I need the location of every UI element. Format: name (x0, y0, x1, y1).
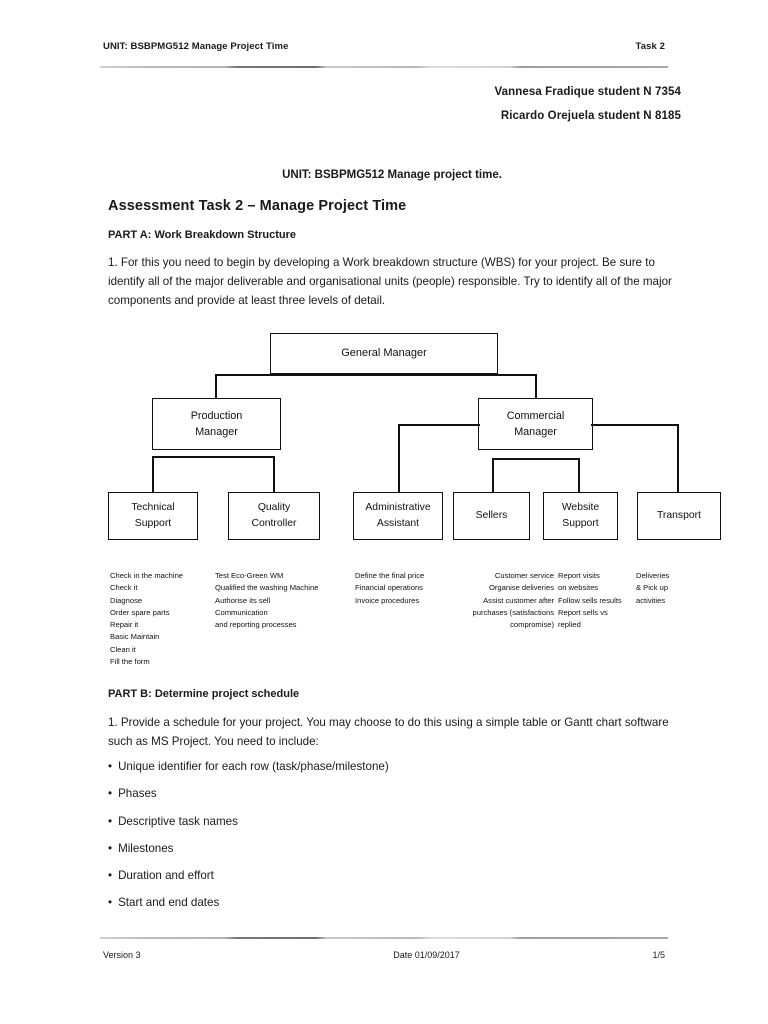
connector-production-to-quality (273, 456, 275, 493)
connector-commercial-to-administrative (398, 424, 400, 493)
part-a-heading: PART A: Work Breakdown Structure (108, 229, 297, 241)
list-item-label: Descriptive task names (118, 814, 238, 828)
connector-commercial-to-sellers (492, 458, 494, 493)
task-list-administrative-assistant: Define the final price Financial operati… (355, 571, 425, 605)
bullet-icon: • (108, 869, 113, 883)
list-item: • Unique identifier for each row (task/ph… (108, 759, 686, 776)
org-node-quality-controller-label: Quality Controller (251, 502, 297, 529)
footer-page-number: 1/5 (652, 950, 665, 960)
org-node-technical-support[interactable]: Technical Support (108, 492, 198, 540)
list-item-label: Duration and effort (118, 869, 214, 883)
unit-subtitle: UNIT: BSBPMG512 Manage project time. (282, 169, 502, 181)
student-name-2: Ricardo Orejuela student N 8185 (500, 110, 681, 122)
org-node-technical-support-label: Technical Support (131, 502, 175, 529)
bullet-icon: • (108, 841, 113, 855)
wbs-task-lists: Check in the machine Check it Diagnose O… (0, 570, 768, 670)
list-item-label: Phases (118, 787, 157, 801)
list-item: • Milestones (108, 841, 686, 858)
list-item-label: Milestones (118, 841, 174, 855)
connector-gm-horizontal (215, 374, 537, 376)
org-node-commercial-manager-label: Commercial Manager (506, 409, 565, 438)
list-item-label: Start and end dates (118, 896, 220, 910)
org-node-sellers-label: Sellers (475, 510, 508, 522)
page-title: Assessment Task 2 – Manage Project Time (108, 198, 407, 214)
org-node-production-manager[interactable]: Production Manager (152, 398, 281, 450)
task-list-sellers: Customer service Organise deliveries Ass… (472, 571, 554, 630)
org-node-administrative-assistant[interactable]: Administrative Assistant (353, 492, 443, 540)
org-node-website-support-label: Website Support (561, 502, 600, 529)
org-node-general-manager[interactable]: General Manager (270, 333, 498, 374)
header-unit-label: UNIT: BSBPMG512 Manage Project Time (103, 41, 289, 52)
task-list-website-support: Report visits on websites Follow sells r… (558, 571, 622, 630)
bullet-icon: • (108, 896, 113, 910)
footer-divider (100, 937, 668, 939)
connector-production-horizontal (152, 456, 274, 458)
org-node-transport[interactable]: Transport (637, 492, 721, 540)
task-list-transport: Deliveries & Pick up activities (636, 571, 670, 605)
bullet-icon: • (108, 814, 113, 828)
connector-gm-to-production (215, 374, 217, 399)
header-divider (100, 66, 668, 68)
list-item: • Descriptive task names (108, 814, 686, 831)
org-node-production-manager-label: Production Manager (190, 409, 243, 438)
part-a-intro-paragraph: 1. For this you need to begin by develop… (108, 256, 672, 307)
org-node-general-manager-label: General Manager (341, 347, 427, 360)
footer-date: Date 01/09/2017 (393, 950, 460, 960)
connector-commercial-to-website (578, 458, 580, 493)
part-b-heading: PART B: Determine project schedule (108, 688, 300, 700)
list-item: • Duration and effort (108, 868, 686, 885)
footer-version: Version 3 (103, 950, 141, 960)
connector-gm-to-commercial (535, 374, 537, 399)
org-node-website-support[interactable]: Website Support (543, 492, 618, 540)
bullet-icon: • (108, 760, 113, 773)
connector-commercial-bottom-horizontal (492, 458, 580, 460)
org-node-administrative-assistant-label: Administrative Assistant (365, 502, 431, 529)
list-item: • Start and end dates (108, 895, 686, 912)
list-item: • Phases (108, 786, 686, 803)
page-header: UNIT: BSBPMG512 Manage Project Time Task… (103, 41, 665, 52)
page-footer: Version 3 Date 01/09/2017 1/5 (103, 950, 665, 960)
org-node-commercial-manager[interactable]: Commercial Manager (478, 398, 593, 450)
org-node-sellers[interactable]: Sellers (453, 492, 530, 540)
bullet-icon: • (108, 787, 113, 801)
connector-commercial-left-horizontal (398, 424, 480, 426)
list-item-label: Unique identifier for each row (task/pha… (118, 760, 389, 773)
connector-commercial-right-horizontal (591, 424, 679, 426)
org-node-quality-controller[interactable]: Quality Controller (228, 492, 320, 540)
header-task-label: Task 2 (635, 41, 665, 52)
org-node-transport-label: Transport (656, 510, 702, 522)
connector-commercial-to-transport (677, 424, 679, 493)
connector-production-to-technical (152, 456, 154, 493)
part-b-intro-paragraph: 1. Provide a schedule for your project. … (108, 716, 669, 748)
student-name-1: Vannesa Fradique student N 7354 (494, 86, 681, 98)
task-list-quality-controller: Test Eco-Green WM Qualified the washing … (215, 571, 319, 630)
part-b-requirements-list: • Unique identifier for each row (task/ph… (108, 759, 686, 923)
task-list-technical-support: Check in the machine Check it Diagnose O… (110, 571, 184, 667)
student-names-block: Vannesa Fradique student N 7354 Ricardo … (103, 86, 681, 134)
